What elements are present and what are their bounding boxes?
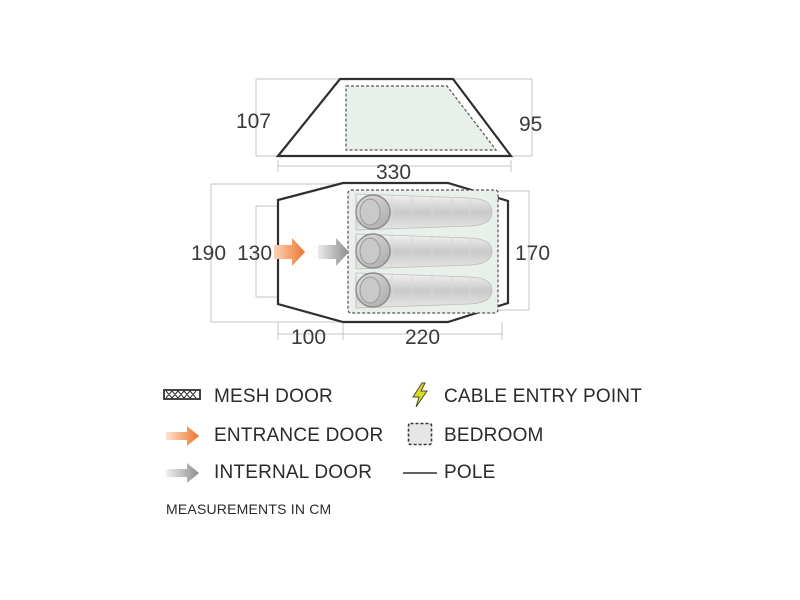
dim-porch-length: 100 bbox=[291, 326, 326, 349]
bedroom-icon bbox=[407, 422, 433, 446]
entrance-door-arrow-icon bbox=[274, 238, 305, 266]
side-elevation: 107 95 330 bbox=[236, 77, 542, 184]
plan-view: 190 130 170 100 220 bbox=[191, 181, 550, 349]
legend-internal-door-label: INTERNAL DOOR bbox=[214, 462, 373, 483]
dim-length-total: 330 bbox=[376, 161, 411, 184]
entrance-door-icon bbox=[166, 426, 199, 446]
mesh-door-icon bbox=[163, 389, 201, 400]
pole-icon bbox=[403, 472, 437, 474]
legend-bedroom-label: BEDROOM bbox=[444, 425, 544, 446]
internal-door-arrow-icon bbox=[318, 238, 349, 266]
dim-door-width: 130 bbox=[237, 242, 272, 265]
legend-entrance-door-label: ENTRANCE DOOR bbox=[214, 425, 384, 446]
cable-entry-point-icon bbox=[412, 382, 428, 408]
dim-side-left-height: 107 bbox=[236, 110, 271, 133]
measurements-note: MEASUREMENTS IN CM bbox=[166, 501, 332, 517]
internal-door-icon bbox=[166, 463, 199, 483]
side-dimension-lines bbox=[255, 78, 533, 172]
legend-cable-entry-label: CABLE ENTRY POINT bbox=[444, 386, 643, 407]
sleeping-bag bbox=[355, 193, 493, 231]
sleeping-bags bbox=[355, 193, 493, 309]
dim-width-total: 190 bbox=[191, 242, 226, 265]
dim-inner-width: 170 bbox=[515, 242, 550, 265]
sleeping-bag bbox=[355, 272, 493, 309]
legend-pole-label: POLE bbox=[444, 462, 496, 483]
sleeping-bag bbox=[355, 233, 493, 270]
dim-inner-length: 220 bbox=[405, 326, 440, 349]
dim-side-right-height: 95 bbox=[519, 113, 542, 136]
legend-mesh-door-label: MESH DOOR bbox=[214, 386, 333, 407]
side-bedroom bbox=[345, 85, 498, 151]
